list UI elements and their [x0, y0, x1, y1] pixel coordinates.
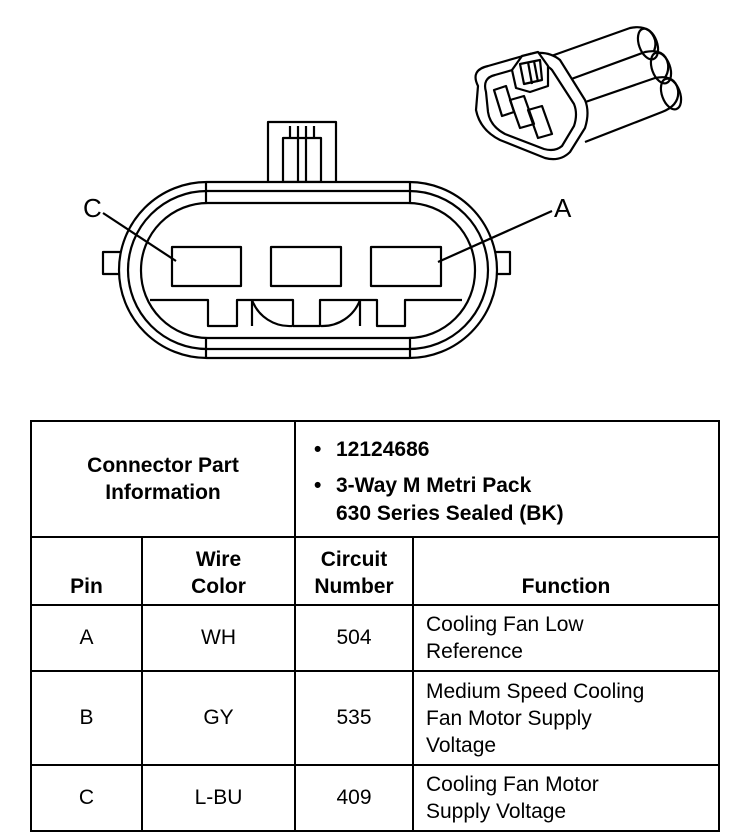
housing-outer [117, 180, 499, 360]
wire-color-cell: L-BU [141, 764, 296, 832]
table-row: B GY 535 Medium Speed Cooling Fan Motor … [30, 670, 720, 766]
header-wire-color: Wire Color [141, 536, 296, 606]
part-info-row: Connector Part Information 12124686 3-Wa… [30, 420, 720, 538]
cavity-c [170, 245, 243, 288]
header-circuit-line-1: Circuit [320, 548, 388, 571]
pin-c-callout: C [83, 193, 102, 223]
function-line: Fan Motor Supply [426, 706, 592, 730]
table-row: A WH 504 Cooling Fan Low Reference [30, 604, 720, 672]
housing-inner-1 [126, 189, 490, 351]
cavity-a [369, 245, 443, 288]
part-info-label-line-2: Information [105, 481, 221, 504]
cavity-b [269, 245, 343, 288]
header-wire-color-line-2: Color [191, 575, 246, 598]
column-header-row: Pin Wire Color Circuit Number Function [30, 536, 720, 606]
header-pin: Pin [30, 536, 143, 606]
leader-a [437, 209, 553, 264]
function-line: Reference [426, 640, 523, 663]
function-line: Medium Speed Cooling [426, 679, 645, 703]
header-function: Function [412, 536, 720, 606]
part-info-label-line-1: Connector Part [87, 454, 239, 477]
part-info-details: 12124686 3-Way M Metri Pack 630 Series S… [294, 420, 720, 538]
header-wire-color-line-1: Wire [195, 548, 242, 571]
latch-tab [266, 120, 338, 188]
leader-c [102, 212, 177, 262]
function-line: Voltage [426, 733, 497, 757]
connector-type: 3-Way M Metri Pack 630 Series Sealed (BK… [314, 472, 718, 528]
connector-perspective-view [474, 26, 683, 161]
circuit-cell: 409 [294, 764, 414, 832]
pin-cell: C [30, 764, 143, 832]
table-row: C L-BU 409 Cooling Fan Motor Supply Volt… [30, 764, 720, 832]
function-cell: Cooling Fan Low Reference [412, 604, 720, 672]
function-cell: Medium Speed Cooling Fan Motor Supply Vo… [412, 670, 720, 766]
function-line: Cooling Fan Low [426, 613, 584, 636]
header-circuit-line-2: Number [314, 575, 394, 598]
housing-inner-2 [139, 201, 477, 340]
circuit-cell: 535 [294, 670, 414, 766]
function-line: Supply Voltage [426, 800, 567, 823]
pin-cell: A [30, 604, 143, 672]
circuit-cell: 504 [294, 604, 414, 672]
connector-type-line-2: 630 Series Sealed (BK) [336, 502, 564, 525]
keying-profile [150, 298, 462, 328]
connector-info-table: Connector Part Information 12124686 3-Wa… [30, 420, 720, 832]
header-circuit-number: Circuit Number [294, 536, 414, 606]
wire-color-cell: GY [141, 670, 296, 766]
connector-drawing [101, 26, 683, 360]
function-line: Cooling Fan Motor [426, 773, 599, 796]
pin-cell: B [30, 670, 143, 766]
wire-color-cell: WH [141, 604, 296, 672]
function-cell: Cooling Fan Motor Supply Voltage [412, 764, 720, 832]
part-info-label: Connector Part Information [30, 420, 296, 538]
connector-type-line-1: 3-Way M Metri Pack [336, 474, 532, 497]
part-number: 12124686 [314, 436, 718, 464]
pin-a-callout: A [554, 193, 572, 223]
